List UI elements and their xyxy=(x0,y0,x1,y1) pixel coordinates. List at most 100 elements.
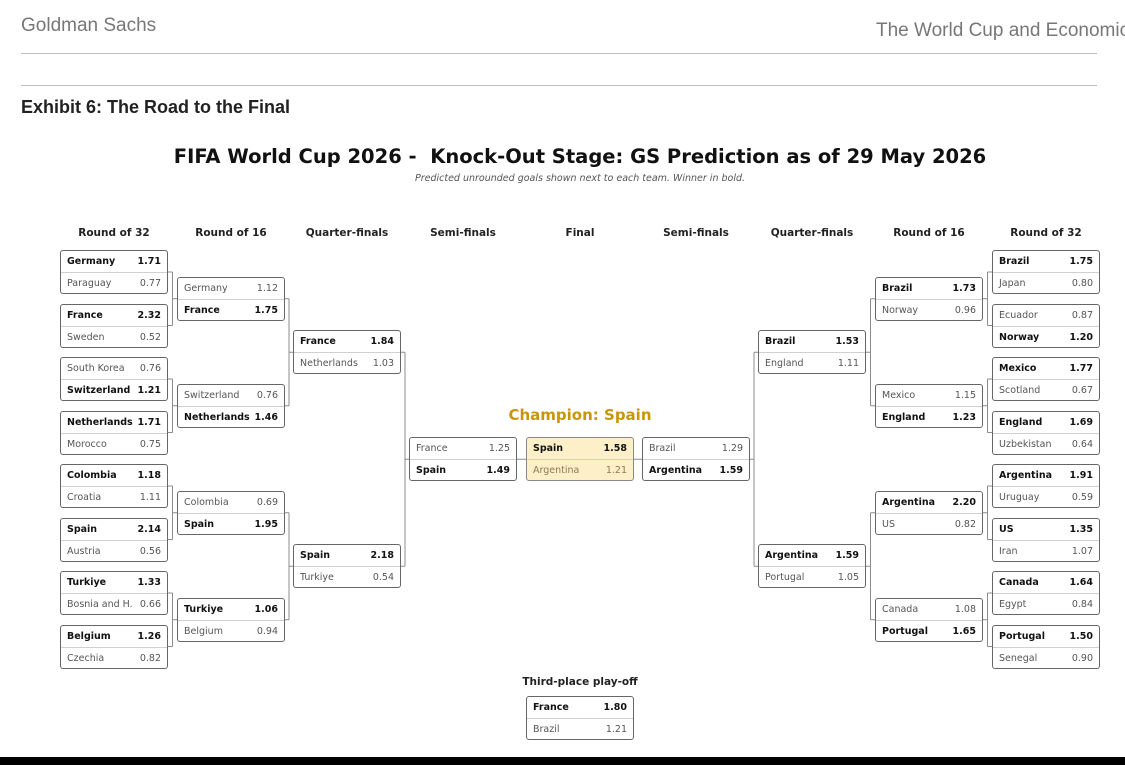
team-name: France xyxy=(533,702,569,713)
team-name: Argentina xyxy=(999,470,1053,481)
team-goals: 1.53 xyxy=(835,336,859,348)
team-goals: 0.82 xyxy=(139,652,161,664)
team-row: France 2.32 xyxy=(61,305,167,326)
team-name: Croatia xyxy=(67,492,102,503)
team-row: Argentina 2.20 xyxy=(876,492,982,513)
team-goals: 0.52 xyxy=(139,331,161,343)
team-goals: 1.59 xyxy=(719,465,743,477)
column-header: Semi-finals xyxy=(663,227,729,239)
team-row: South Korea 0.76 xyxy=(61,358,167,379)
team-name: South Korea xyxy=(67,363,125,374)
team-goals: 0.84 xyxy=(1071,599,1093,610)
team-goals: 1.18 xyxy=(137,470,161,481)
team-goals: 1.58 xyxy=(603,443,627,455)
team-row: Brazil 1.75 xyxy=(993,251,1099,272)
team-name: Iran xyxy=(999,545,1018,557)
team-name: Netherlands xyxy=(300,358,358,370)
team-goals: 1.84 xyxy=(370,336,394,348)
team-goals: 0.94 xyxy=(256,625,278,637)
team-name: Brazil xyxy=(649,443,676,455)
team-name: Canada xyxy=(999,577,1039,588)
team-name: Turkiye xyxy=(184,603,224,615)
team-goals: 1.59 xyxy=(835,550,859,562)
team-goals: 1.91 xyxy=(1069,470,1093,481)
team-name: Sweden xyxy=(67,331,105,343)
team-name: Brazil xyxy=(765,336,796,348)
team-goals: 1.64 xyxy=(1069,577,1093,588)
team-goals: 0.66 xyxy=(139,599,161,610)
team-name: Netherlands xyxy=(184,411,250,423)
brand-logo: Goldman Sachs xyxy=(21,15,157,36)
team-goals: 2.20 xyxy=(952,496,976,508)
team-goals: 0.76 xyxy=(139,363,161,374)
team-row: Argentina 1.59 xyxy=(759,545,865,566)
team-goals: 0.69 xyxy=(256,496,278,508)
third-place-label: Third-place play-off xyxy=(522,676,638,688)
team-name: Brazil xyxy=(999,256,1030,267)
team-name: US xyxy=(999,523,1014,535)
team-goals: 2.32 xyxy=(137,309,161,321)
team-goals: 1.29 xyxy=(721,443,743,455)
team-goals: 0.96 xyxy=(954,304,976,316)
team-row: Argentina 1.91 xyxy=(993,465,1099,486)
team-goals: 0.76 xyxy=(256,389,278,401)
team-name: Argentina xyxy=(882,496,936,508)
team-name: Belgium xyxy=(184,625,223,637)
chart-subtitle: Predicted unrounded goals shown next to … xyxy=(414,173,746,184)
team-name: Germany xyxy=(67,256,116,267)
team-goals: 1.75 xyxy=(1069,256,1093,267)
team-name: Argentina xyxy=(765,550,819,562)
team-goals: 1.21 xyxy=(137,385,161,396)
team-goals: 1.21 xyxy=(605,465,627,477)
column-header: Round of 32 xyxy=(78,227,150,239)
team-name: Bosnia and H. xyxy=(67,599,133,610)
team-name: Austria xyxy=(67,545,101,557)
team-goals: 1.73 xyxy=(952,282,976,294)
team-goals: 2.18 xyxy=(370,550,394,562)
team-name: France xyxy=(67,309,103,321)
team-name: Czechia xyxy=(67,652,105,664)
team-name: Colombia xyxy=(184,496,229,508)
team-goals: 2.14 xyxy=(137,523,161,535)
team-goals: 1.15 xyxy=(954,389,976,401)
team-name: Ecuador xyxy=(999,309,1038,321)
team-row: Brazil 1.29 xyxy=(643,438,749,459)
team-goals: 1.11 xyxy=(837,358,859,370)
team-goals: 1.71 xyxy=(137,416,161,428)
team-name: Switzerland xyxy=(67,385,131,396)
team-goals: 0.90 xyxy=(1071,652,1093,664)
team-name: Norway xyxy=(999,331,1040,343)
team-goals: 0.87 xyxy=(1071,309,1093,321)
team-name: Portugal xyxy=(765,572,805,584)
team-name: France xyxy=(300,336,336,348)
team-name: Paraguay xyxy=(67,278,112,289)
team-goals: 1.75 xyxy=(254,304,278,316)
team-name: US xyxy=(882,518,895,530)
column-header: Final xyxy=(565,227,595,239)
team-goals: 1.06 xyxy=(254,603,278,615)
